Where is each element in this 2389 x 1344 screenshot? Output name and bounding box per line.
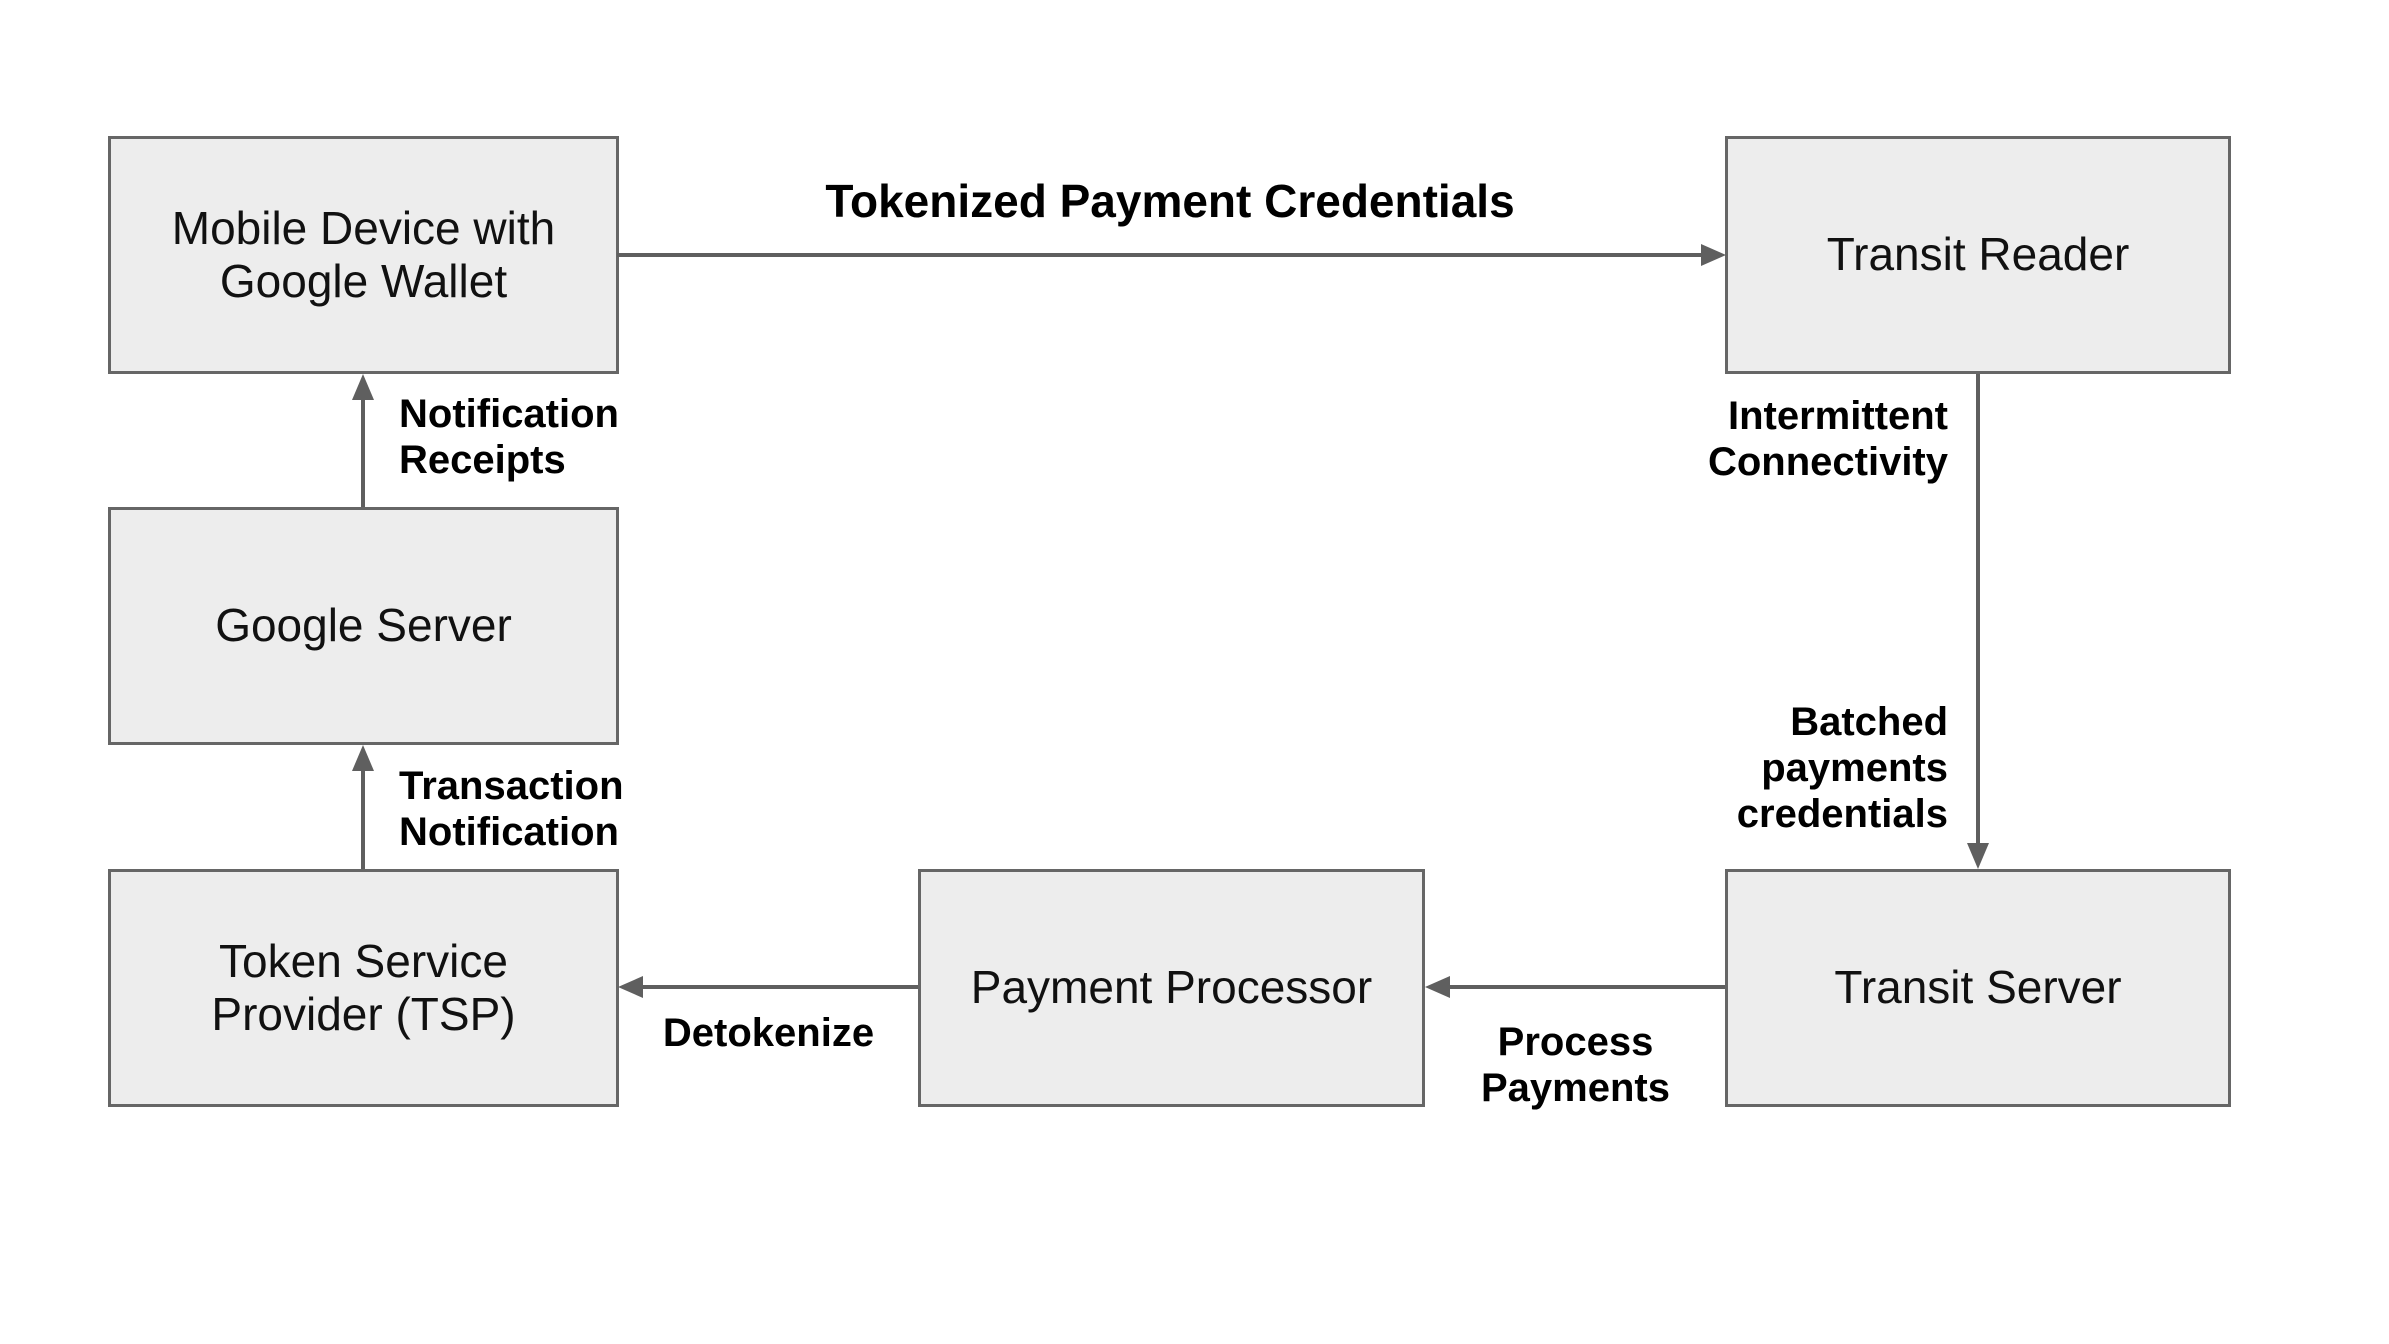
edge-label-tokenized-payment-credentials: Tokenized Payment Credentials [825, 175, 1515, 227]
arrow-right-icon [1701, 244, 1726, 266]
arrow-process-payments-shaft [1449, 985, 1725, 989]
arrow-batched-credentials-shaft [1976, 374, 1980, 845]
edge-label-notification-receipts: Notification Receipts [399, 392, 619, 482]
node-payment-processor-label: Payment Processor [970, 961, 1373, 1014]
arrow-up-icon [352, 374, 374, 400]
node-transit-server: Transit Server [1725, 869, 2231, 1107]
node-google-server: Google Server [108, 507, 619, 745]
arrow-down-icon [1967, 843, 1989, 869]
edge-label-batched-payments-credentials: Batched payments credentials [1736, 700, 1948, 836]
node-transit-server-label: Transit Server [1834, 961, 2122, 1014]
node-token-service-provider: Token Service Provider (TSP) [108, 869, 619, 1107]
node-mobile-device: Mobile Device with Google Wallet [108, 136, 619, 374]
edge-label-transaction-notification: Transaction Notification [399, 764, 624, 854]
arrow-left-icon [618, 976, 643, 998]
node-payment-processor: Payment Processor [918, 869, 1425, 1107]
arrow-tokenized-credentials-shaft [617, 253, 1703, 257]
arrow-transaction-notification-shaft [361, 770, 365, 869]
arrow-up-icon [352, 745, 374, 771]
edge-label-intermittent-connectivity: Intermittent Connectivity [1707, 394, 1948, 484]
node-token-service-provider-label: Token Service Provider (TSP) [211, 934, 516, 1040]
node-transit-reader-label: Transit Reader [1826, 228, 2130, 281]
arrow-detokenize-shaft [642, 985, 918, 989]
edge-label-detokenize: Detokenize [662, 1011, 875, 1055]
node-google-server-label: Google Server [215, 599, 512, 652]
edge-label-process-payments: Process Payments [1481, 1020, 1670, 1110]
node-mobile-device-label: Mobile Device with Google Wallet [171, 201, 556, 307]
arrow-left-icon [1425, 976, 1450, 998]
arrow-notification-receipts-shaft [361, 399, 365, 507]
node-transit-reader: Transit Reader [1725, 136, 2231, 374]
